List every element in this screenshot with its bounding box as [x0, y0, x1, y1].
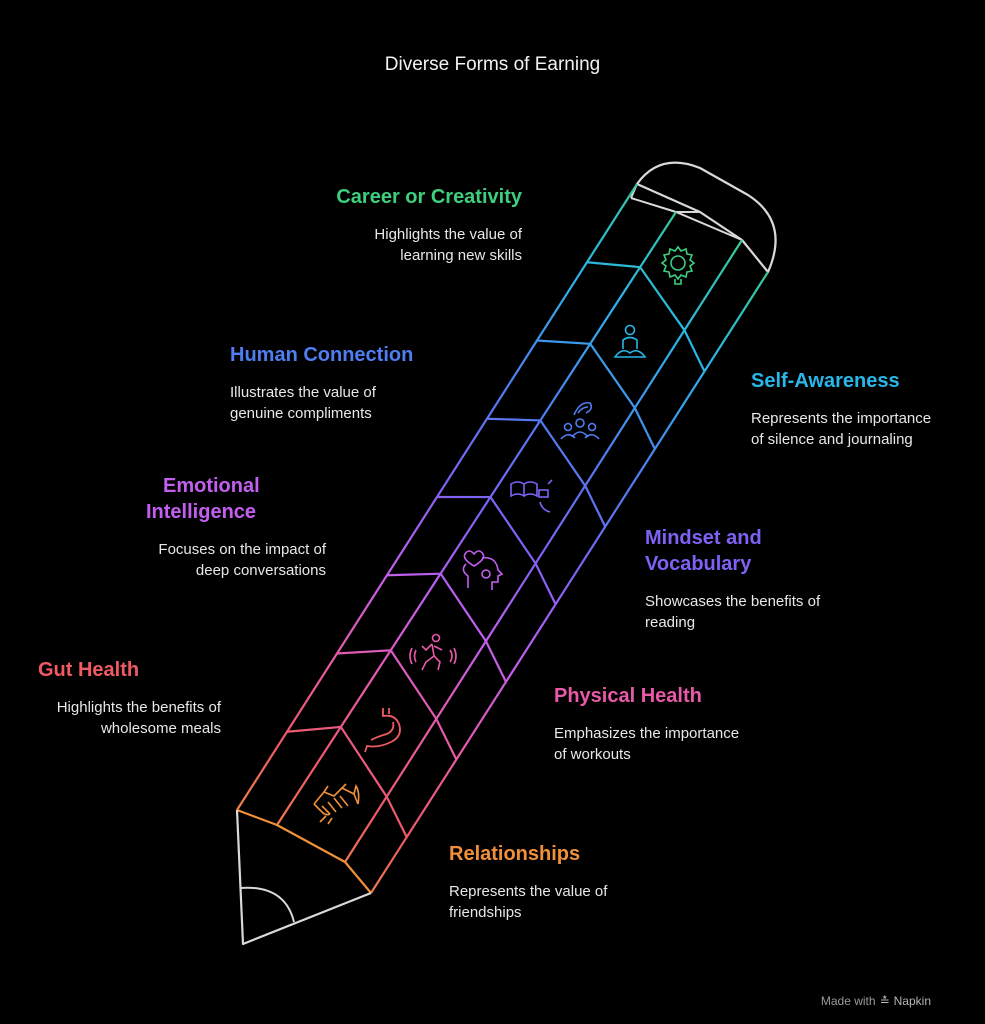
item-desc-line: Illustrates the value of [230, 384, 376, 401]
handshake-icon [313, 783, 360, 825]
item-desc-line: genuine compliments [230, 405, 372, 422]
item-title-line: Mindset and [645, 527, 762, 549]
pencil-segment-line [589, 343, 636, 409]
pencil-segment-line [484, 640, 507, 683]
item-desc-line: friendships [449, 904, 522, 921]
item-desc-line: Highlights the value of [374, 226, 522, 243]
item-desc-line: wholesome meals [100, 720, 221, 737]
item-relationships: Relationships Represents the value of fr… [449, 841, 669, 923]
book-icon [510, 479, 553, 513]
made-with-text: Made with [820, 994, 876, 1008]
gear-bulb-icon [660, 245, 696, 285]
item-human-connection: Human Connection Illustrates the value o… [230, 342, 450, 424]
item-title: Self-Awareness [751, 370, 900, 392]
item-desc-line: learning new skills [400, 247, 522, 264]
item-title: Physical Health [554, 685, 702, 707]
item-physical-health: Physical Health Emphasizes the importanc… [554, 683, 784, 765]
pencil-segment-line [439, 573, 487, 642]
pencil-segment-line [536, 339, 591, 345]
group-people-icon [560, 401, 600, 440]
item-desc-line: Emphasizes the importance [554, 725, 740, 742]
item-title-line: Emotional [163, 475, 260, 497]
item-mindset-and-vocabulary: Mindset and Vocabulary Showcases the ben… [645, 525, 865, 633]
item-title: Human Connection [230, 344, 414, 366]
pencil-segment-line [286, 725, 341, 733]
diagram-title: Diverse Forms of Earning [384, 54, 601, 75]
item-desc-line: of silence and journaling [751, 431, 913, 448]
pencil-segment-line [534, 562, 557, 605]
pencil-segment-line [584, 485, 607, 528]
item-gut-health: Gut Health Highlights the benefits of wh… [20, 657, 221, 739]
pencil-base-line [236, 808, 372, 894]
pencil-tip [235, 809, 372, 946]
footer-credit: Made with ≛ Napkin [821, 994, 931, 1008]
stomach-icon [364, 708, 401, 753]
item-title-line: Intelligence [146, 501, 257, 523]
item-desc-line: Represents the value of [449, 883, 608, 900]
item-title: Gut Health [38, 659, 140, 681]
pencil-segment-line [336, 649, 391, 655]
item-desc-line: Showcases the benefits of [645, 593, 821, 610]
pencil-segment-line [683, 329, 706, 372]
meditation-icon [613, 324, 647, 358]
pencil-edge [344, 239, 743, 863]
pencil-segment-line [639, 266, 686, 331]
napkin-logo-icon: ≛ [879, 994, 890, 1008]
item-desc-line: deep conversations [195, 562, 326, 579]
pencil-segment-line [586, 261, 641, 269]
napkin-brand: Napkin [893, 994, 931, 1008]
eraser-band [630, 183, 743, 241]
pencil-segment-line [385, 796, 408, 838]
item-self-awareness: Self-Awareness Represents the importance… [751, 368, 971, 450]
pencil-segment-line [539, 419, 587, 487]
item-desc-line: reading [645, 614, 696, 631]
pencil-segment-line [486, 417, 541, 422]
item-emotional-intelligence: Emotional Intelligence Focuses on the im… [110, 473, 326, 581]
pencil-segment-line [339, 726, 388, 798]
item-title: Mindset and Vocabulary [645, 525, 865, 577]
item-desc-line: Highlights the benefits of [56, 699, 221, 716]
pencil-segment-line [386, 572, 441, 577]
item-title: Relationships [449, 843, 581, 865]
item-desc-line: Represents the importance [751, 410, 932, 427]
pencil-segment-line [389, 649, 438, 720]
heart-head-icon [462, 550, 504, 590]
item-title: Career or Creativity [336, 186, 522, 208]
pencil-edge [276, 211, 677, 826]
pencil-segment-line [435, 718, 458, 760]
item-title-line: Vocabulary [645, 553, 752, 575]
item-title: Emotional Intelligence [146, 473, 326, 525]
item-desc-line: Focuses on the impact of [158, 541, 326, 558]
eraser-cap [635, 161, 777, 274]
pencil-tip-arc [240, 886, 295, 923]
pencil-segment-line [489, 496, 537, 565]
pencil-segment-line [633, 407, 656, 450]
item-career-or-creativity: Career or Creativity Highlights the valu… [300, 184, 522, 266]
pencil-edge [370, 271, 769, 894]
running-icon [409, 633, 457, 671]
item-desc-line: of workouts [554, 746, 631, 763]
